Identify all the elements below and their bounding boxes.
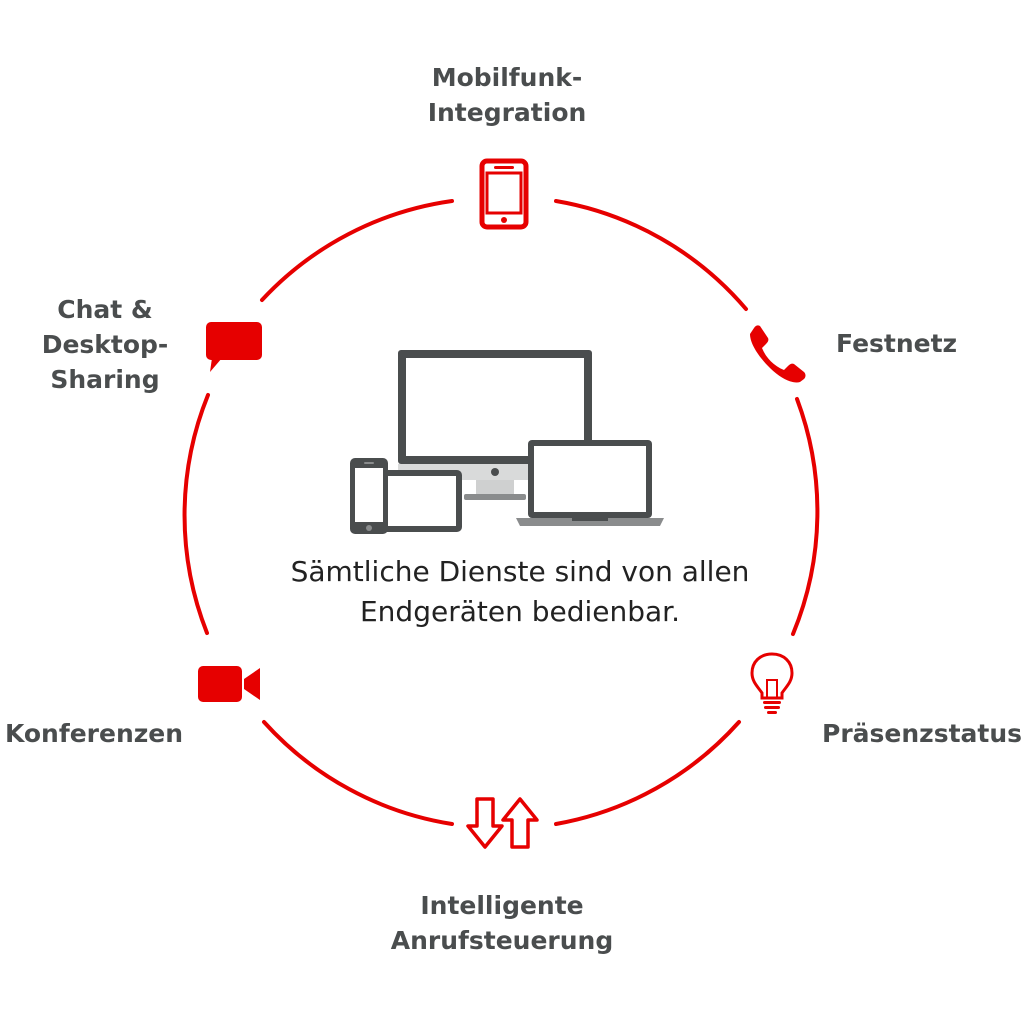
center-caption-line1: Sämtliche Dienste sind von allen xyxy=(290,555,750,588)
node-label-chat-line3: Sharing xyxy=(50,365,160,394)
up-down-arrows-icon xyxy=(466,797,539,849)
node-label-routing-line2: Anrufsteuerung xyxy=(390,926,614,955)
node-label-landline: Festnetz xyxy=(836,326,986,361)
node-label-mobile-line2: Integration xyxy=(427,98,587,127)
node-label-chat: Chat & Desktop- Sharing xyxy=(30,292,180,397)
node-label-landline-line1: Festnetz xyxy=(836,329,958,358)
node-label-mobile-line1: Mobilfunk- xyxy=(431,63,583,92)
center-caption: Sämtliche Dienste sind von allen Endgerä… xyxy=(200,552,840,632)
node-label-routing: Intelligente Anrufsteuerung xyxy=(362,888,642,958)
video-camera-icon xyxy=(198,666,260,702)
phone-handset-icon xyxy=(750,325,806,383)
node-label-conference: Konferenzen xyxy=(4,716,184,751)
node-label-conference-line1: Konferenzen xyxy=(4,719,184,748)
node-label-mobile: Mobilfunk- Integration xyxy=(380,60,634,130)
center-caption-line2: Endgeräten bedienbar. xyxy=(359,595,681,628)
node-label-presence-line1: Präsenzstatus xyxy=(822,719,1023,748)
chat-bubble-icon xyxy=(206,322,262,372)
lightbulb-icon xyxy=(750,652,794,714)
node-label-presence: Präsenzstatus xyxy=(822,716,1023,751)
node-label-chat-line2: Desktop- xyxy=(41,330,169,359)
node-label-chat-line1: Chat & xyxy=(57,295,153,324)
smartphone-icon xyxy=(479,158,529,230)
node-label-routing-line1: Intelligente xyxy=(420,891,584,920)
devices-icon xyxy=(350,350,664,534)
